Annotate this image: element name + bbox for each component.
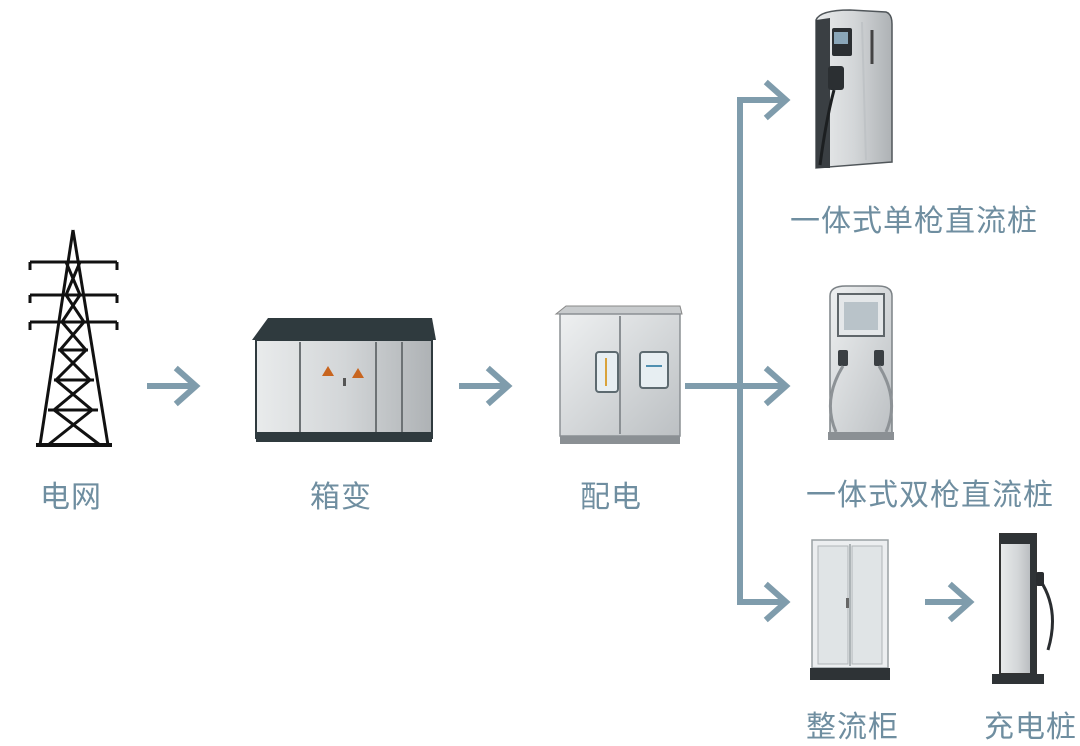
box-transformer-icon (252, 318, 436, 442)
label-grid: 电网 (40, 480, 102, 515)
label-rectifier-cabinet: 整流柜 (806, 710, 899, 745)
transmission-tower-icon (28, 229, 119, 447)
label-box-transformer: 箱变 (310, 480, 372, 515)
charging-pile-icon (992, 533, 1054, 684)
rectifier-cabinet-icon (810, 539, 890, 680)
arrow-transformer-to-distribution (459, 365, 513, 407)
label-single-gun-dc: 一体式单枪直流桩 (790, 204, 1038, 239)
arrow-to-single-gun (737, 79, 791, 121)
branch-connector (685, 97, 743, 605)
distribution-cabinet-icon (554, 305, 683, 444)
label-dual-gun-dc: 一体式双枪直流桩 (806, 478, 1054, 513)
label-distribution: 配电 (580, 480, 642, 515)
arrow-grid-to-transformer (147, 365, 201, 407)
label-charging-pile: 充电桩 (984, 710, 1077, 745)
flow-arrows (147, 79, 975, 623)
single-gun-charger-icon (815, 9, 893, 169)
arrow-rectifier-to-pile (925, 581, 975, 623)
arrow-to-rectifier (737, 581, 791, 623)
dual-gun-charger-icon (828, 285, 894, 440)
arrow-to-dual-gun (737, 365, 791, 407)
